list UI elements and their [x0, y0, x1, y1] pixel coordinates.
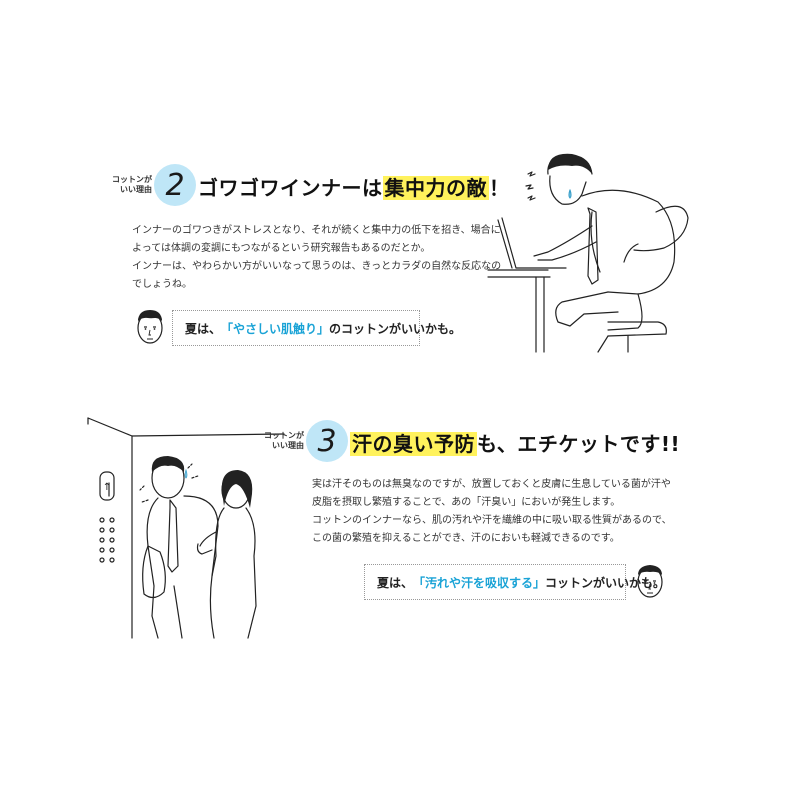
- headline-highlight: 集中力の敵: [382, 176, 489, 200]
- headline-2: ゴワゴワインナーは集中力の敵！: [198, 176, 510, 200]
- man-face-icon: [137, 310, 163, 344]
- office-worker-illustration: [487, 153, 689, 353]
- body-text-3: 実は汗そのものは無臭なのですが、放置しておくと皮膚に生息している菌が汗や 皮脂を…: [312, 479, 672, 544]
- reason-number: 2: [165, 167, 185, 203]
- body-text-2: インナーのゴワつきがストレスとなり、それが続くと集中力の低下を招き、場合に よっ…: [132, 225, 502, 290]
- man-face-icon: [637, 565, 663, 598]
- elevator-couple-illustration: ↑: [87, 417, 285, 639]
- reason-number-circle: 3: [306, 420, 348, 462]
- tip-bubble-2: 夏は、「やさしい肌触り」のコットンがいいかも。: [172, 310, 461, 346]
- headline-highlight: 汗の臭い予防: [350, 432, 477, 456]
- reason-label: コットンが いい理由: [112, 175, 152, 194]
- tip-bubble-3: 夏は、「汚れや汗を吸収する」コットンがいいかも。: [364, 564, 665, 600]
- headline-3: 汗の臭い予防も、エチケットです!!: [350, 432, 681, 456]
- svg-text:↑: ↑: [103, 482, 111, 493]
- reason-badge-3: コットンが いい理由 3: [264, 420, 348, 462]
- reason-label: コットンが いい理由: [264, 431, 304, 450]
- reason-number: 3: [317, 423, 337, 459]
- reason-badge-2: コットンが いい理由 2: [112, 164, 196, 206]
- reason-number-circle: 2: [154, 164, 196, 206]
